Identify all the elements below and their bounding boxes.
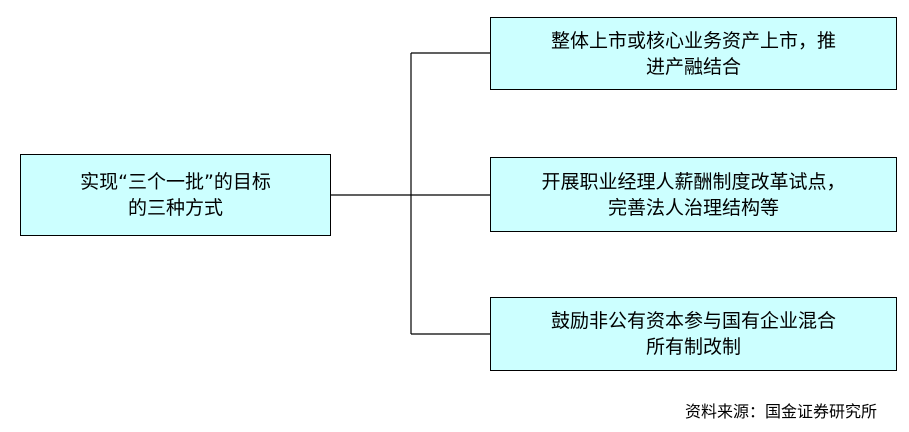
root-node-box: 实现“三个一批”的目标 的三种方式 (20, 154, 331, 236)
branch-node-1-text-line-2: 进产融结合 (645, 55, 741, 78)
branch-node-2-text-line-1: 开展职业经理人薪酬制度改革试点， (541, 170, 846, 193)
branch-node-1-text-line-1: 整体上市或核心业务资产上市，推 (550, 29, 836, 52)
root-node-text-line-1: 实现“三个一批”的目标 (80, 171, 271, 193)
branch-node-3-text-line-1: 鼓励非公有资本参与国有企业混合 (550, 310, 836, 332)
source-note: 资料来源：国金证券研究所 (684, 402, 877, 421)
root-node-text-line-2: 的三种方式 (127, 197, 223, 219)
branch-node-1-box: 整体上市或核心业务资产上市，推 进产融结合 (490, 17, 897, 90)
branch-node-2-text-line-2: 完善法人治理结构等 (607, 196, 779, 219)
branch-node-3-box: 鼓励非公有资本参与国有企业混合 所有制改制 (490, 297, 897, 371)
branch-node-2-box: 开展职业经理人薪酬制度改革试点， 完善法人治理结构等 (490, 157, 897, 232)
branch-node-3-text-line-2: 所有制改制 (645, 336, 741, 358)
